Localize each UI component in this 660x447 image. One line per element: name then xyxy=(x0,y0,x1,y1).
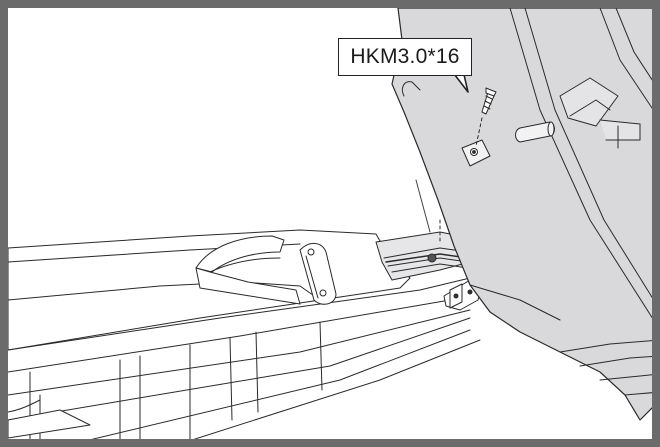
hardware-callout: HKM3.0*16 xyxy=(338,38,472,76)
washer-pad xyxy=(461,139,491,167)
slide-rail xyxy=(375,219,471,281)
back-panel xyxy=(391,8,652,421)
dowel xyxy=(515,121,555,143)
slotted-plate xyxy=(299,243,337,305)
screw-icon xyxy=(475,87,497,147)
armrest xyxy=(195,235,301,305)
callout-label: HKM3.0*16 xyxy=(350,45,460,68)
